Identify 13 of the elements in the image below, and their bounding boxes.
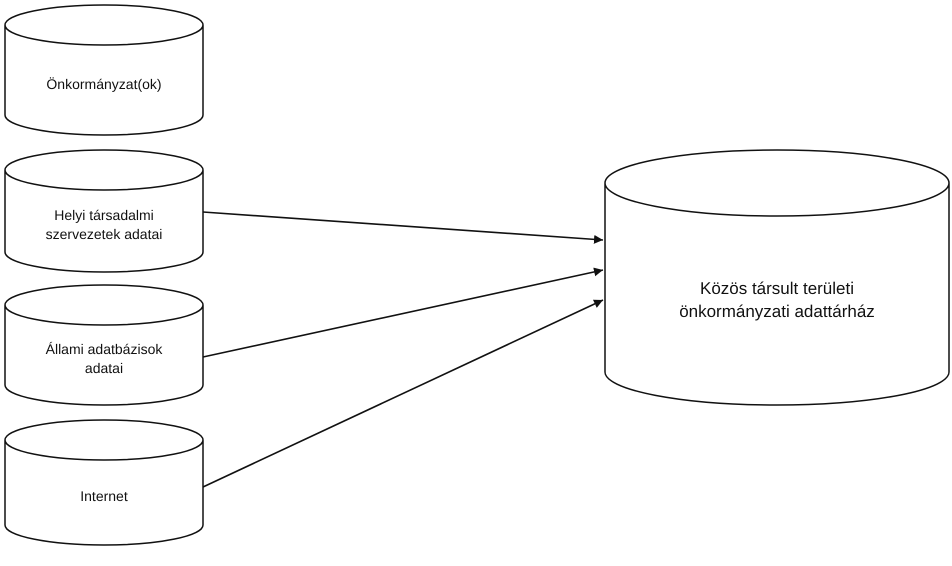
node-label: Állami adatbázisok adatai (44, 340, 164, 378)
database-cylinder (5, 285, 203, 405)
node-label: Önkormányzat(ok) (46, 74, 162, 94)
node-label: Internet (80, 487, 128, 506)
arrow (202, 268, 604, 358)
node-label: Közös társult területi önkormányzati adattárház (678, 278, 876, 323)
arrow (202, 299, 604, 488)
database-cylinder (5, 150, 203, 272)
node-label: Helyi társadalmi szervezetek adatai (44, 206, 164, 244)
arrow (202, 211, 604, 244)
database-cylinder (605, 150, 949, 405)
database-cylinder (5, 5, 203, 135)
database-cylinder (5, 420, 203, 545)
